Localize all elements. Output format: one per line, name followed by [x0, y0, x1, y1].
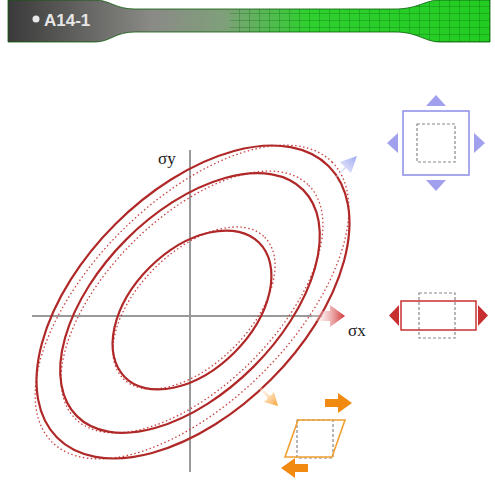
biaxial-arrow [326, 156, 357, 187]
biaxial-icon [387, 95, 485, 191]
uniaxial-icon [389, 293, 488, 338]
uniaxial-arrow [312, 305, 345, 327]
fitted-surfaces [0, 91, 403, 484]
axis-label: σy [158, 150, 176, 167]
x-axis [32, 315, 322, 317]
axis-label: σx [348, 322, 366, 339]
specimen [8, 0, 490, 42]
yield-surfaces [0, 88, 407, 484]
shear-arrow [256, 384, 278, 406]
specimen-marking: A14-1 [44, 12, 90, 29]
y-axis [189, 150, 191, 472]
shear-icon [281, 393, 352, 478]
